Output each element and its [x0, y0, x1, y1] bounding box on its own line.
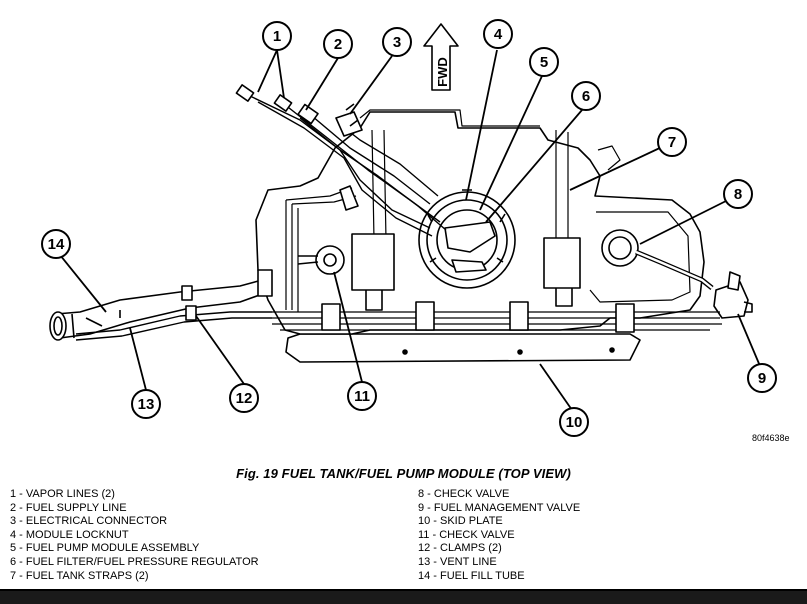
callout-label-8: 8: [734, 186, 742, 203]
legend-item: 11 - CHECK VALVE: [418, 528, 515, 541]
callout-10: [559, 407, 589, 437]
vent-line: [75, 311, 272, 335]
legend-item: 5 - FUEL PUMP MODULE ASSEMBLY: [10, 542, 200, 555]
callout-11: [347, 381, 377, 411]
legend-item: 13 - VENT LINE: [418, 555, 497, 568]
check-valve-8: [601, 229, 639, 267]
callout-9: [747, 363, 777, 393]
callout-label-7: 7: [668, 134, 676, 151]
legend-item: 7 - FUEL TANK STRAPS (2): [10, 569, 149, 582]
legend-item: 4 - MODULE LOCKNUT: [10, 528, 129, 541]
callout-label-5: 5: [540, 54, 548, 71]
fwd-label: FWD: [435, 57, 450, 87]
legend-item: 9 - FUEL MANAGEMENT VALVE: [418, 501, 581, 514]
callout-label-13: 13: [138, 396, 155, 413]
skid-plate: [285, 333, 641, 363]
legend-right: 8 - CHECK VALVE 9 - FUEL MANAGEMENT VALV…: [418, 488, 580, 583]
bottom-rule: [0, 589, 807, 591]
callout-1: [262, 21, 292, 51]
callout-label-9: 9: [758, 370, 766, 387]
clamp: [181, 285, 193, 301]
callout-label-12: 12: [236, 390, 253, 407]
callout-3: [382, 27, 412, 57]
clamp: [185, 305, 197, 321]
bottom-bar: [0, 591, 807, 604]
forward-arrow: [423, 23, 459, 91]
callout-label-1: 1: [273, 28, 281, 45]
legend-item: 6 - FUEL FILTER/FUEL PRESSURE REGULATOR: [10, 555, 259, 568]
callout-2: [323, 29, 353, 59]
callout-label-2: 2: [334, 36, 342, 53]
callout-8: [723, 179, 753, 209]
callout-4: [483, 19, 513, 49]
callout-label-4: 4: [494, 26, 503, 43]
callout-label-14: 14: [48, 236, 65, 253]
electrical-connector: [335, 111, 363, 137]
legend-item: 14 - FUEL FILL TUBE: [418, 569, 525, 582]
callout-label-11: 11: [354, 388, 370, 405]
legend-item: 3 - ELECTRICAL CONNECTOR: [10, 515, 168, 528]
legend-item: 12 - CLAMPS (2): [418, 542, 502, 555]
callout-13: [131, 389, 161, 419]
fuel-management-valve: [713, 281, 749, 319]
legend-item: 10 - SKID PLATE: [418, 515, 503, 528]
callout-label-3: 3: [393, 34, 401, 51]
legend-item: 2 - FUEL SUPPLY LINE: [10, 501, 127, 514]
tank-strap-right: [555, 130, 569, 240]
callout-7: [657, 127, 687, 157]
figure-code: 80f4638e: [752, 433, 790, 443]
callout-6: [571, 81, 601, 111]
tank-strap-left: [371, 129, 387, 241]
legend-item: 1 - VAPOR LINES (2): [10, 488, 115, 500]
figure-caption: Fig. 19 FUEL TANK/FUEL PUMP MODULE (TOP …: [236, 466, 571, 481]
legend-left: 1 - VAPOR LINES (2) 2 - FUEL SUPPLY LINE…: [10, 488, 259, 583]
callout-14: [41, 229, 71, 259]
check-valve-11: [315, 245, 345, 275]
callout-12: [229, 383, 259, 413]
callout-label-10: 10: [566, 414, 583, 431]
fuel-tank-diagram: FWD 1 2 3 4 5: [41, 19, 777, 437]
legend-item: 8 - CHECK VALVE: [418, 488, 510, 500]
callout-5: [529, 47, 559, 77]
callout-label-6: 6: [582, 88, 590, 105]
